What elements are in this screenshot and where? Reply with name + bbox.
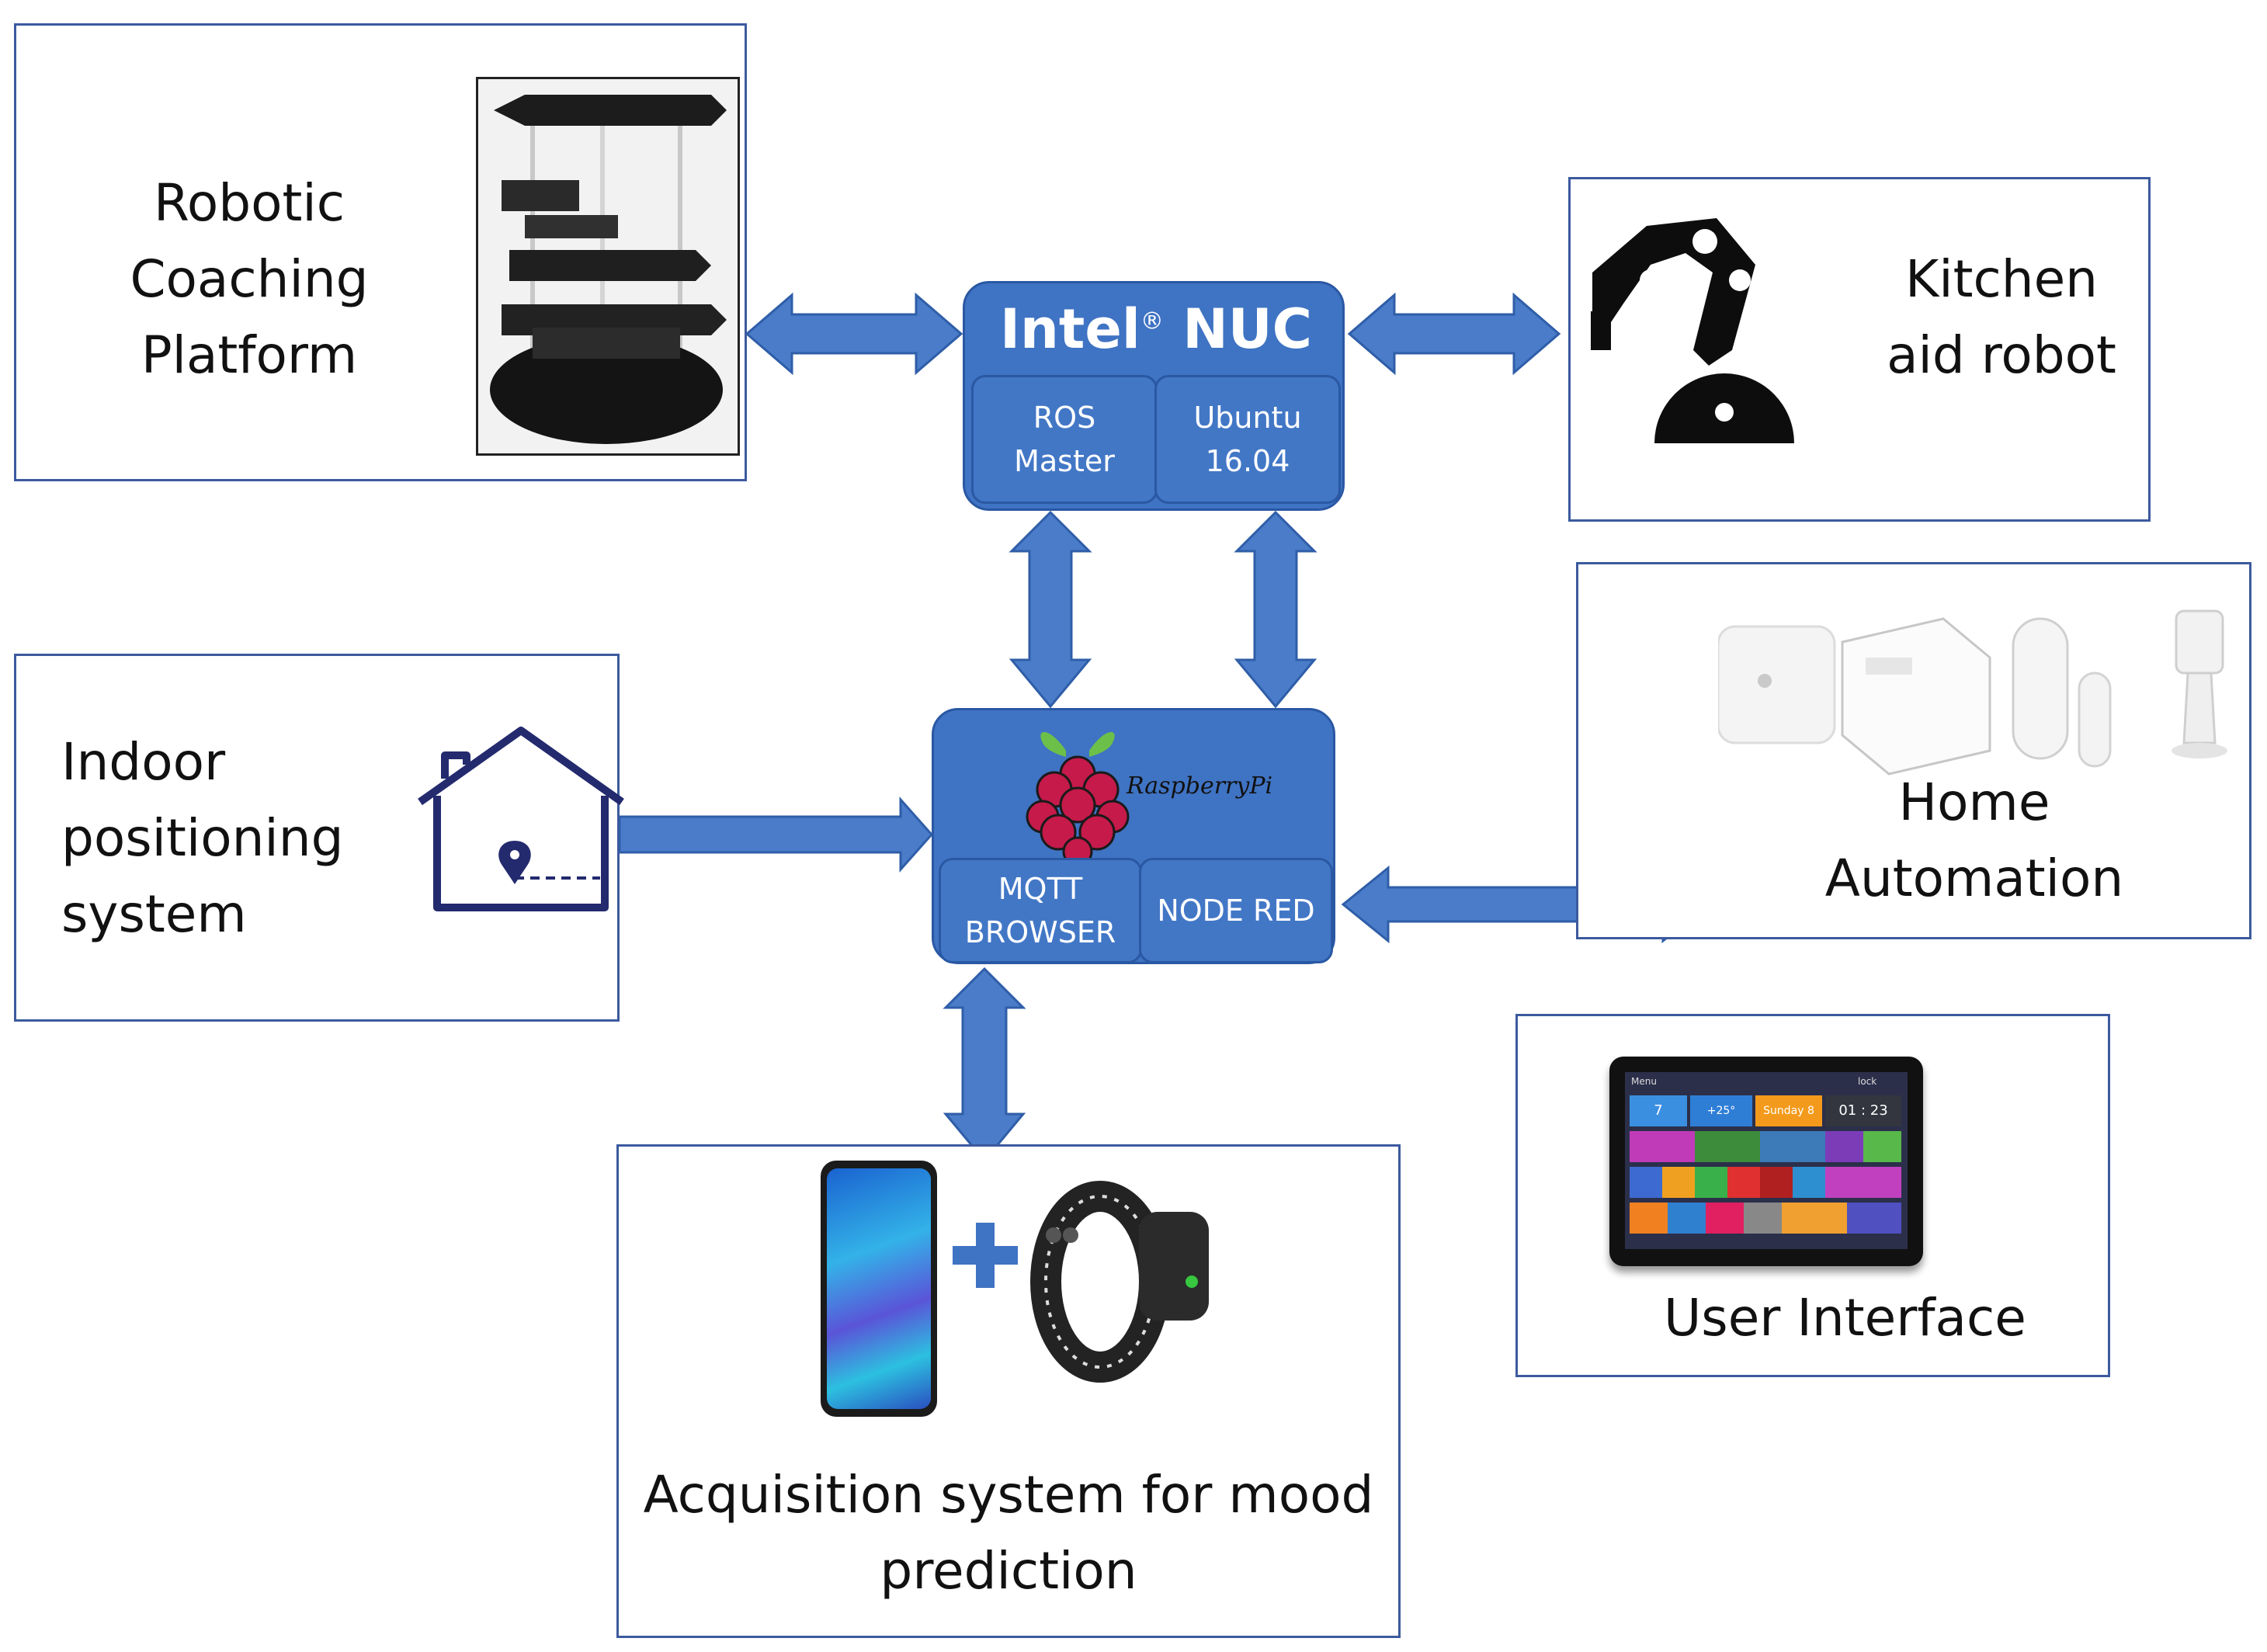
plus-icon: [953, 1223, 1018, 1288]
robotic-line-2: Coaching: [130, 249, 369, 309]
indoor-label: Indoor positioning system: [61, 724, 434, 953]
smartphone-image: [821, 1161, 937, 1417]
house-location-icon: [418, 727, 624, 911]
indoor-line-1: Indoor: [61, 732, 226, 792]
kitchen-label: Kitchen aid robot: [1858, 241, 2145, 394]
arrow-nuc-kitchen: [1347, 292, 1561, 376]
arrow-robotic-nuc: [745, 292, 963, 376]
raspberry-pi-hub: RaspberryPi MQTT BROWSER NODE RED: [932, 708, 1335, 964]
acquisition-line-2: prediction: [880, 1541, 1137, 1601]
tablet-image: Menu lock 7 +25° Sunday 8 01 : 23: [1609, 1057, 1923, 1266]
tile-clock-text: 01 : 23: [1838, 1102, 1888, 1119]
master-label: Master: [1014, 444, 1115, 478]
raspberry-pi-logo-icon: [1026, 732, 1130, 867]
home-line-2: Automation: [1824, 849, 2124, 908]
ubuntu-version: 16.04: [1205, 444, 1290, 478]
node-red-cell: NODE RED: [1139, 858, 1333, 963]
tile-row-2: [1630, 1131, 1901, 1162]
acquisition-line-1: Acquisition system for mood: [643, 1465, 1374, 1525]
nuc-model: NUC: [1182, 297, 1312, 361]
intel-nuc-hub: Intel® NUC ROS Master Ubuntu 16.04: [963, 281, 1345, 511]
intel-reg-mark: ®: [1140, 307, 1164, 335]
tile-weather-text: +25°: [1706, 1105, 1736, 1117]
home-automation-box: Home Automation: [1576, 562, 2251, 939]
home-label: Home Automation: [1780, 765, 2168, 917]
smart-home-devices-icon: [1718, 609, 2227, 776]
smartphone-screen: [827, 1168, 931, 1409]
user-interface-label: User Interface: [1664, 1288, 2026, 1348]
robotic-label: Robotic Coaching Platform: [63, 165, 436, 394]
tile-row-3: [1630, 1167, 1901, 1198]
tablet-menu-label: Menu: [1631, 1076, 1657, 1087]
ubuntu-label: Ubuntu: [1193, 401, 1302, 435]
acquisition-label: Acquisition system for mood prediction: [619, 1457, 1398, 1609]
intel-nuc-title: Intel® NUC: [965, 297, 1347, 361]
ubuntu-cell: Ubuntu 16.04: [1154, 375, 1341, 504]
robot-arm-icon: [1591, 218, 1794, 443]
tile-clock: 01 : 23: [1825, 1095, 1901, 1126]
robotic-line-1: Robotic: [153, 173, 345, 233]
robotic-coaching-box: Robotic Coaching Platform: [14, 23, 747, 481]
tile-weather: +25°: [1690, 1095, 1752, 1126]
kitchen-line-1: Kitchen: [1904, 249, 2099, 309]
robotic-line-3: Platform: [141, 325, 358, 385]
user-interface-box: Menu lock 7 +25° Sunday 8 01 : 23 User I…: [1515, 1014, 2110, 1377]
acquisition-system-box: Acquisition system for mood prediction: [616, 1144, 1401, 1638]
indoor-line-3: system: [61, 884, 247, 944]
tablet-top-bar: Menu lock: [1625, 1072, 1908, 1091]
ros-label: ROS: [1033, 401, 1096, 435]
tile-sunday-text: Sunday 8: [1763, 1105, 1814, 1117]
node-red-label: NODE RED: [1157, 894, 1315, 928]
turtlebot-image: [476, 77, 740, 456]
ros-master-cell: ROS Master: [971, 375, 1158, 504]
arrow-nuc-pi-right: [1234, 510, 1317, 709]
kitchen-line-2: aid robot: [1887, 325, 2116, 385]
arrow-indoor-pi: [618, 796, 934, 873]
mqtt-label: MQTT: [998, 872, 1083, 906]
tile-date-text: 7: [1654, 1102, 1663, 1119]
mqtt-browser-cell: MQTT BROWSER: [939, 858, 1142, 963]
arrow-pi-acquisition: [943, 967, 1026, 1163]
intel-brand: Intel: [1000, 297, 1140, 361]
indoor-line-2: positioning: [61, 808, 344, 868]
tile-date: 7: [1630, 1095, 1687, 1126]
tile-sunday: Sunday 8: [1755, 1095, 1822, 1126]
tablet-screen: Menu lock 7 +25° Sunday 8 01 : 23: [1625, 1072, 1908, 1249]
tile-row-4: [1630, 1203, 1901, 1234]
arrow-nuc-pi-left: [1009, 510, 1092, 709]
tablet-lock-label: lock: [1858, 1076, 1877, 1087]
kitchen-robot-box: Kitchen aid robot: [1568, 177, 2151, 522]
indoor-positioning-box: Indoor positioning system: [14, 654, 624, 1022]
browser-label: BROWSER: [964, 915, 1116, 949]
wristband-icon: [1030, 1181, 1209, 1383]
raspberry-pi-brand: RaspberryPi: [1127, 772, 1273, 800]
home-line-1: Home: [1898, 772, 2050, 832]
